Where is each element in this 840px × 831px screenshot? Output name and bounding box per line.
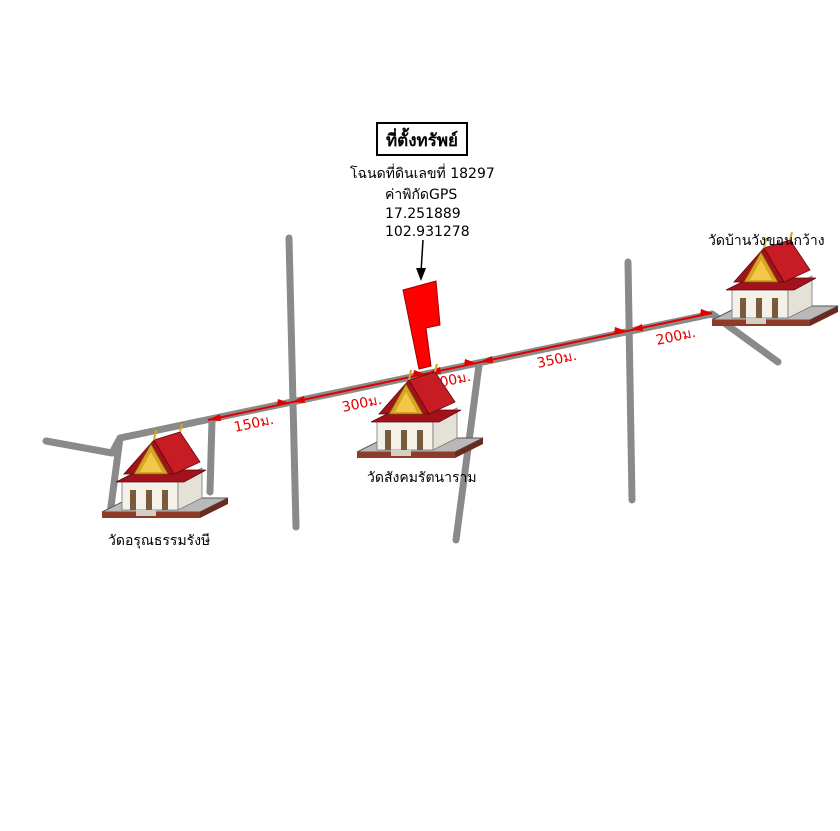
- road-temple-left: [206, 416, 216, 496]
- temple-left-label: วัดอรุณธรรมรังษี: [108, 533, 210, 549]
- arrow-head: [480, 356, 493, 363]
- temple-left: วัดอรุณธรรมรังษี: [101, 423, 229, 549]
- property-marker: [402, 239, 441, 370]
- temple-center: วัดสังคมรัตนาราม: [356, 363, 484, 486]
- arrow-head: [208, 414, 221, 421]
- arrow-head: [614, 327, 626, 334]
- road-vertical-1: [285, 234, 300, 531]
- temple-right-label: วัดบ้านวังขอนกว้าง: [708, 233, 825, 249]
- measure-line: [207, 312, 713, 421]
- property-plot: [402, 280, 441, 370]
- title-box: [376, 122, 468, 156]
- temple-right: วัดบ้านวังขอนกว้าง: [708, 231, 839, 327]
- property-info: ที่ตั้งทรัพย์ โฉนดที่ดินเลขที่ 18297 ค่า…: [350, 122, 495, 240]
- property-title: ที่ตั้งทรัพย์: [386, 127, 458, 151]
- pointer-arrow-head: [416, 268, 426, 281]
- pointer-arrow-line: [420, 239, 424, 273]
- roads: [42, 234, 782, 544]
- arrow-head: [464, 359, 476, 366]
- deed-number: โฉนดที่ดินเลขที่ 18297: [350, 164, 495, 182]
- gps-latitude: 17.251889: [385, 206, 461, 222]
- arrow-head: [292, 396, 305, 403]
- road-vertical-3: [624, 258, 636, 504]
- temple-center-label: วัดสังคมรัตนาราม: [367, 470, 477, 486]
- arrow-head: [700, 309, 712, 316]
- distance-label-5: 200ม.: [655, 325, 698, 349]
- arrow-head: [630, 324, 643, 331]
- distance-label-2: 300ม.: [341, 392, 384, 416]
- distance-measure: 150ม. 300ม. 100ม. 350ม. 200ม.: [207, 309, 713, 436]
- road-vertical-2: [452, 361, 483, 544]
- gps-longitude: 102.931278: [385, 224, 470, 240]
- arrow-head: [277, 399, 289, 406]
- road-left-spur: [106, 434, 124, 518]
- arrow-head: [413, 370, 425, 377]
- gps-label: ค่าพิกัดGPS: [385, 187, 457, 203]
